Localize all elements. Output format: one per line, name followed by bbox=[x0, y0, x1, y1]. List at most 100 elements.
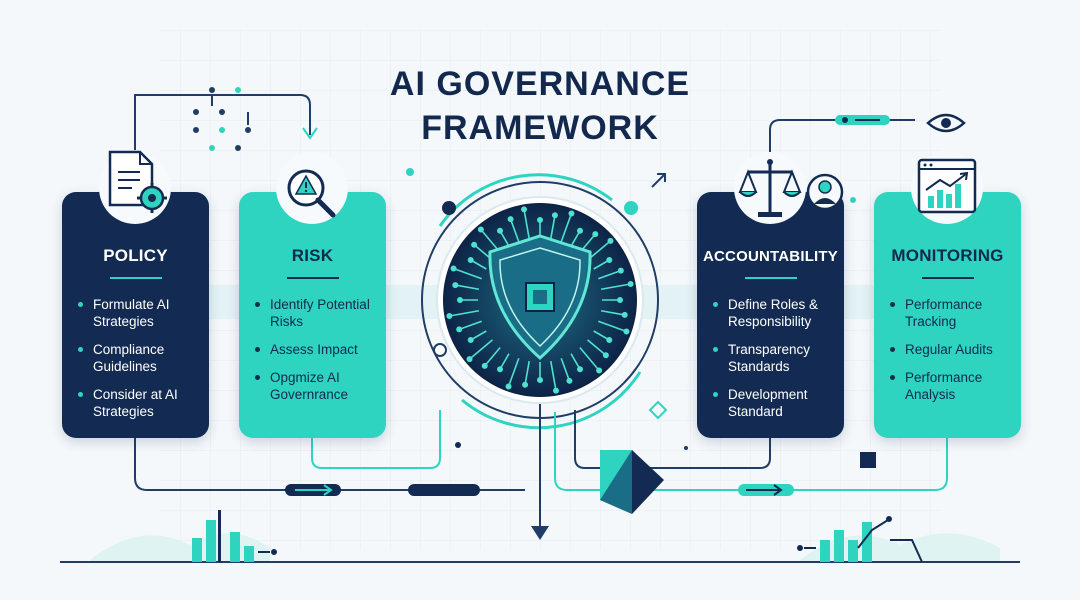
circuit-node bbox=[568, 210, 575, 217]
circuit-node bbox=[505, 383, 512, 390]
circuit-node bbox=[496, 227, 503, 234]
circuit-trace bbox=[470, 259, 487, 270]
card-items-accountability: Define Roles & Responsibility Transparen… bbox=[711, 296, 836, 431]
circuit-trace bbox=[509, 218, 520, 243]
circuit-node bbox=[536, 217, 543, 224]
title-line-1: AI GOVERNANCE bbox=[389, 65, 691, 103]
circuit-trace bbox=[453, 267, 483, 280]
circuit-trace bbox=[549, 215, 556, 240]
circuit-trace bbox=[455, 284, 480, 291]
circuit-node bbox=[471, 241, 478, 248]
connector-core-accountability bbox=[640, 285, 700, 319]
circuit-trace bbox=[549, 360, 557, 391]
connector-risk-core bbox=[380, 285, 440, 319]
list-item: Performance Tracking bbox=[888, 296, 1013, 330]
flow-arrow-right-2 bbox=[746, 484, 783, 496]
flow-line-bottom-left bbox=[134, 438, 525, 491]
hill-left bbox=[90, 533, 270, 562]
diamond-icon bbox=[648, 400, 668, 420]
circuit-node bbox=[606, 256, 613, 263]
circuit-trace bbox=[523, 209, 531, 240]
card-monitoring: MONITORING Performance Tracking Regular … bbox=[874, 192, 1021, 438]
icon-badge-policy bbox=[99, 152, 171, 224]
circuit-node bbox=[552, 387, 559, 394]
circuit-node bbox=[467, 336, 474, 343]
circuit-node bbox=[592, 231, 599, 238]
card-title-accountability: ACCOUNTABILITY bbox=[702, 248, 838, 265]
circuit-node bbox=[596, 367, 603, 374]
card-risk: RISK Identify Potential Risks Assess Imp… bbox=[239, 192, 386, 438]
circuit-trace bbox=[560, 213, 573, 243]
card-divider bbox=[286, 277, 339, 279]
flow-arrow-right-1 bbox=[295, 484, 333, 496]
circuit-trace bbox=[458, 320, 483, 331]
circuit-node bbox=[496, 366, 503, 373]
list-item: Transparency Standards bbox=[711, 341, 836, 375]
circuit-node bbox=[507, 216, 514, 223]
card-title-risk: RISK bbox=[291, 246, 334, 265]
circuit-node bbox=[607, 237, 614, 244]
card-divider bbox=[109, 277, 162, 279]
circuit-node bbox=[456, 326, 463, 333]
flow-line-risk-bottom bbox=[311, 410, 441, 469]
list-item: Assess Impact bbox=[253, 341, 378, 358]
circuit-trace bbox=[597, 320, 627, 333]
circuit-node bbox=[623, 328, 630, 335]
circuit-trace bbox=[579, 346, 600, 371]
circuit-node bbox=[616, 296, 623, 303]
card-title-monitoring: MONITORING bbox=[891, 246, 1004, 265]
connector-accountability-monitoring bbox=[840, 285, 880, 319]
circuit-node bbox=[617, 267, 624, 274]
circuit-trace bbox=[600, 309, 625, 316]
circuit-trace bbox=[593, 330, 610, 341]
list-item: Performance Analysis bbox=[888, 369, 1013, 403]
list-item: Consider at AI Strategies bbox=[76, 386, 201, 420]
small-arrow-icon bbox=[651, 173, 666, 188]
flow-line-top-right bbox=[769, 119, 915, 165]
circuit-trace bbox=[600, 283, 631, 291]
flow-line-accountability-bottom bbox=[574, 410, 771, 469]
center-hub bbox=[421, 173, 659, 430]
circuit-node bbox=[536, 376, 543, 383]
eye-icon bbox=[926, 113, 966, 133]
circuit-trace bbox=[499, 353, 510, 370]
circuit-trace bbox=[560, 357, 571, 382]
icon-badge-monitoring bbox=[911, 152, 983, 224]
circuit-trace bbox=[597, 269, 622, 280]
mini-chart-left bbox=[192, 510, 277, 562]
list-item: Define Roles & Responsibility bbox=[711, 296, 836, 330]
circuit-node bbox=[446, 312, 453, 319]
circuit-node bbox=[606, 336, 613, 343]
circuit-node bbox=[627, 281, 634, 288]
circuit-trace bbox=[524, 360, 531, 385]
circuit-node bbox=[522, 381, 529, 388]
circuit-trace bbox=[484, 346, 501, 367]
page-title: AI GOVERNANCE FRAMEWORK bbox=[300, 62, 780, 150]
circuit-node bbox=[450, 265, 457, 272]
circuit-node bbox=[481, 362, 488, 369]
circuit-trace bbox=[449, 309, 480, 317]
circuit-trace bbox=[570, 353, 581, 370]
title-line-2: FRAMEWORK bbox=[421, 109, 659, 147]
icon-badge-accountability bbox=[734, 152, 806, 224]
circuit-node bbox=[566, 377, 573, 384]
card-divider bbox=[744, 277, 797, 279]
card-divider bbox=[921, 277, 974, 279]
circuit-trace bbox=[507, 357, 520, 387]
circuit-node bbox=[551, 212, 558, 219]
list-item: Development Standard bbox=[711, 386, 836, 420]
list-item: Identify Potential Risks bbox=[253, 296, 378, 330]
list-item: Formulate AI Strategies bbox=[76, 296, 201, 330]
prism-icon bbox=[600, 450, 664, 514]
flow-arrow-top-left bbox=[302, 127, 318, 140]
chip-icon bbox=[525, 282, 555, 312]
card-policy: POLICY Formulate AI Strategies Complianc… bbox=[62, 192, 209, 438]
circuit-node bbox=[467, 256, 474, 263]
circuit-node bbox=[477, 226, 484, 233]
square-accent bbox=[860, 452, 876, 468]
circuit-node bbox=[602, 352, 609, 359]
card-accountability: ACCOUNTABILITY Define Roles & Responsibi… bbox=[697, 192, 844, 438]
card-items-monitoring: Performance Tracking Regular Audits Perf… bbox=[888, 296, 1013, 414]
down-arrow-icon bbox=[531, 526, 549, 540]
mini-chart-right bbox=[797, 516, 923, 563]
